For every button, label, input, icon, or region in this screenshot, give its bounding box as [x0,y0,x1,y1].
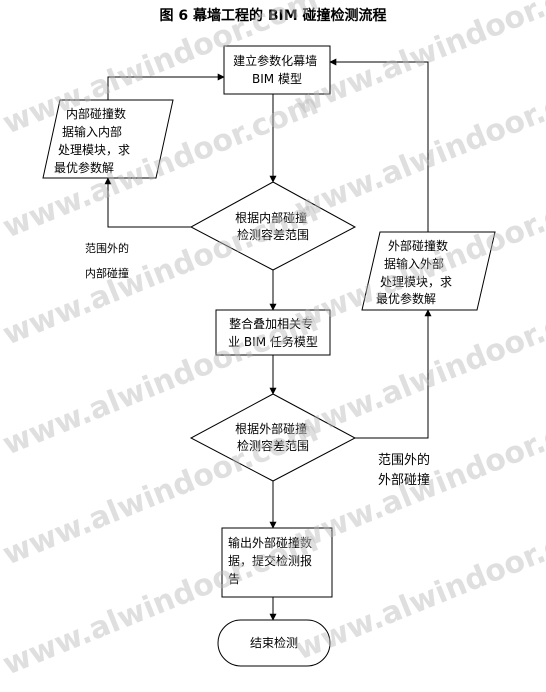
node-internal-input: 内部碰撞数 据输入内部 处理模块，求 最优参数解 [42,99,174,179]
node-external-input-line-1: 外部碰撞数 [388,238,448,253]
svg-text:范围外的 内部碰撞: 范围外的 内部碰撞 [85,241,133,280]
node-check-external-line-2: 检测容差范围 [237,438,309,453]
node-integrate-model-line-2: 业 BIM 任务模型 [228,334,318,349]
label-external-out-of-range-line-1: 范围外的 [378,452,430,468]
node-output-data-line-2: 据，提交检测报 [228,553,312,568]
node-external-input: 外部碰撞数 据输入外部 处理模块，求 最优参数解 [361,231,496,311]
svg-text:输出外部碰撞数 据，提交检测报 告: 输出外部碰撞数 据，提交检测报 告 [228,535,316,586]
label-external-out-of-range-line-2: 外部碰撞 [378,473,430,488]
node-internal-input-line-2: 据输入内部 [62,124,122,139]
node-check-internal-line-1: 根据内部碰撞 [235,210,307,225]
node-integrate-model-line-1: 整合叠加相关专 [229,316,313,331]
label-internal-out-of-range: 范围外的 内部碰撞 [85,241,133,280]
svg-text:范围外的 外部碰撞: 范围外的 外部碰撞 [378,452,434,488]
figure-title: 图 6 幕墙工程的 BIM 碰撞检测流程 [159,7,386,24]
edge-internal-check-to-internal-input [104,177,191,228]
node-output-data-line-3: 告 [228,572,240,586]
node-check-internal-line-2: 检测容差范围 [237,227,309,242]
edges [104,58,432,621]
svg-text:建立参数化幕墙 BIM 模型: 建立参数化幕墙 BIM 模型 [233,53,321,86]
node-check-external: 根据外部碰撞 检测容差范围 [189,393,357,482]
node-end: 结束检测 [217,619,331,667]
svg-text:内部碰撞数 据输入内部 处理模块，求: 内部碰撞数 据输入内部 处理模块，求 最优参数解 [54,106,134,175]
svg-text:根据内部碰撞 检测容差范围: 根据内部碰撞 检测容差范围 [235,210,311,242]
edge-external-check-to-external-input [355,309,432,439]
node-internal-input-line-3: 处理模块，求 [58,143,130,157]
svg-text:外部碰撞数 据输入外部 处理模块，求: 外部碰撞数 据输入外部 处理模块，求 最优参数解 [376,238,456,306]
node-build-model-line-1: 建立参数化幕墙 [233,53,317,68]
node-build-model-line-2: BIM 模型 [252,72,302,86]
svg-text:整合叠加相关专 业 BIM 任务模型: 整合叠加相关专 业 BIM 任务模型 [228,316,318,349]
label-internal-out-of-range-line-1: 范围外的 [85,241,129,255]
edge-internal-input-to-build [107,73,225,100]
svg-text:根据外部碰撞 检测容差范围: 根据外部碰撞 检测容差范围 [235,421,311,453]
label-external-out-of-range: 范围外的 外部碰撞 [378,452,434,488]
node-internal-input-line-4: 最优参数解 [54,160,114,175]
node-check-internal: 根据内部碰撞 检测容差范围 [189,181,357,271]
node-external-input-line-2: 据输入外部 [384,256,444,271]
node-check-external-line-1: 根据外部碰撞 [235,421,307,436]
node-internal-input-line-1: 内部碰撞数 [66,106,126,121]
node-output-data-line-1: 输出外部碰撞数 [228,535,312,550]
node-end-label: 结束检测 [250,635,298,650]
node-build-model: 建立参数化幕墙 BIM 模型 [223,45,331,95]
node-external-input-line-4: 最优参数解 [376,291,436,306]
node-output-data: 输出外部碰撞数 据，提交检测报 告 [221,527,333,598]
node-external-input-line-3: 处理模块，求 [380,275,452,289]
label-internal-out-of-range-line-2: 内部碰撞 [85,266,129,280]
edge-external-input-to-build [329,58,429,232]
node-integrate-model: 整合叠加相关专 业 BIM 任务模型 [215,309,331,356]
